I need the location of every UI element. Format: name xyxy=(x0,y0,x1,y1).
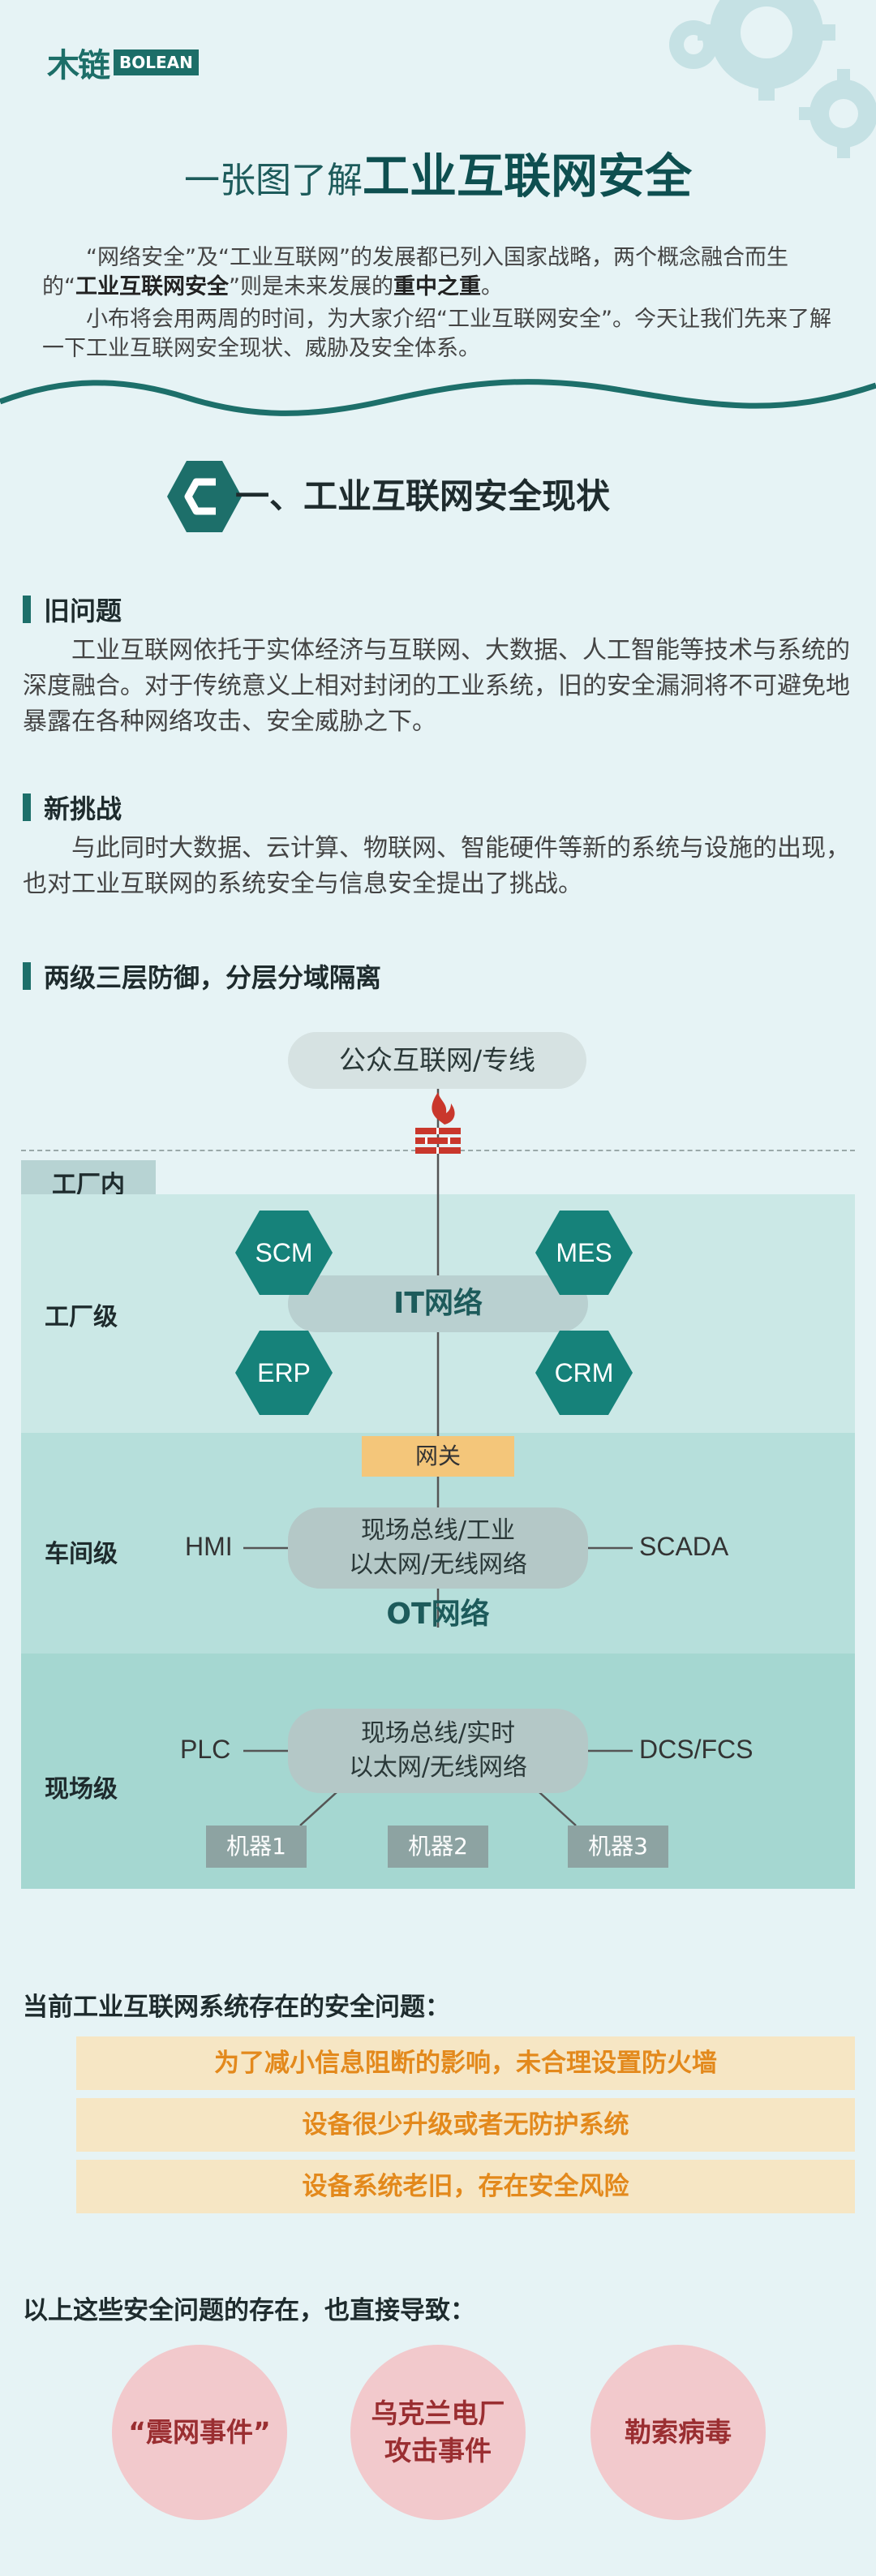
consequences-heading: 以上这些安全问题的存在，也直接导致： xyxy=(23,2296,475,2325)
intro-text: 。 xyxy=(481,274,503,299)
page-title: 一张图了解工业互联网安全 xyxy=(0,138,876,206)
dcs-fcs-label: DCS/FCS xyxy=(639,1735,754,1764)
scm-hex: SCM xyxy=(235,1211,333,1295)
consequence-line: “震网事件” xyxy=(128,2416,271,2448)
internet-pill: 公众互联网/专线 xyxy=(288,1032,586,1089)
wave-divider xyxy=(0,379,876,416)
mes-hex: MES xyxy=(535,1211,633,1295)
network-diagram: 公众互联网/专线 工厂内 xyxy=(0,1014,876,1915)
defense-heading: 两级三层防御，分层分域隔离 xyxy=(23,957,381,995)
consequence-line: 攻击事件 xyxy=(384,2435,492,2466)
consequence-ransomware: 勒索病毒 xyxy=(590,2345,766,2520)
logo-chinese: 木链 xyxy=(47,47,110,84)
plc-label: PLC xyxy=(180,1735,231,1764)
factory-level-label: 工厂级 xyxy=(45,1303,118,1331)
diagram-connectors xyxy=(243,1089,633,1826)
workshop-bus-line-1: 现场总线/工业 xyxy=(360,1516,516,1545)
scada-label: SCADA xyxy=(639,1532,729,1561)
consequence-line: 乌克兰电厂 xyxy=(371,2398,505,2429)
machine-1: 机器1 xyxy=(206,1826,307,1868)
field-bus-line-1: 现场总线/实时 xyxy=(360,1719,516,1748)
workshop-bus-line-2: 以太网/无线网络 xyxy=(348,1550,528,1579)
field-bus-line-2: 以太网/无线网络 xyxy=(348,1753,528,1782)
old-problem-heading: 旧问题 xyxy=(23,591,122,628)
title-main: 工业互联网安全 xyxy=(362,148,692,204)
intro-text: ”则是未来发展的 xyxy=(229,274,393,299)
firewall-icon xyxy=(415,1092,461,1154)
brand-logo: 木链 BOLEAN xyxy=(47,42,199,84)
consequence-stuxnet: “震网事件” xyxy=(112,2345,287,2520)
intro-paragraph-1: “网络安全”及“工业互联网”的发展都已列入国家战略，两个概念融合而生的“工业互联… xyxy=(42,243,837,302)
intro-bold-emphasis: 重中之重 xyxy=(393,274,481,299)
hmi-label: HMI xyxy=(185,1532,233,1561)
logo-english: BOLEAN xyxy=(114,49,199,75)
intro-bold-term: 工业互联网安全 xyxy=(75,274,229,299)
erp-hex: ERP xyxy=(235,1331,333,1415)
ot-network-label: OT网络 xyxy=(386,1598,490,1631)
field-bus-pill: 现场总线/实时 以太网/无线网络 xyxy=(288,1709,588,1793)
workshop-bus-pill: 现场总线/工业 以太网/无线网络 xyxy=(288,1507,588,1589)
machine-2: 机器2 xyxy=(388,1826,488,1868)
title-prefix: 一张图了解 xyxy=(183,160,363,201)
intro-text: “网络安全”及“工业互联网”的发展都已列入国家战略，两个概念融合而生的“ xyxy=(42,245,788,299)
issues-heading: 当前工业互联网系统存在的安全问题： xyxy=(23,1993,450,2022)
it-network-pill: IT网络 xyxy=(288,1275,588,1332)
consequence-line: 勒索病毒 xyxy=(625,2416,732,2448)
gateway-box: 网关 xyxy=(362,1436,514,1477)
section-title: 一、工业互联网安全现状 xyxy=(235,476,611,516)
workshop-level-label: 车间级 xyxy=(45,1540,118,1568)
section-hex-icon xyxy=(167,461,242,532)
field-level-label: 现场级 xyxy=(45,1775,118,1804)
machine-3: 机器3 xyxy=(568,1826,668,1868)
new-challenge-heading: 新挑战 xyxy=(23,789,122,826)
old-problem-text: 工业互联网依托于实体经济与互联网、大数据、人工智能等技术与系统的深度融合。对于传… xyxy=(23,636,850,736)
issue-item-2: 设备很少升级或者无防护系统 xyxy=(76,2098,855,2152)
gear-decoration xyxy=(669,0,876,158)
issue-item-3: 设备系统老旧，存在安全风险 xyxy=(76,2160,855,2213)
issue-item-1: 为了减小信息阻断的影响，未合理设置防火墙 xyxy=(76,2036,855,2090)
intro-paragraph-2: 小布将会用两周的时间，为大家介绍“工业互联网安全”。今天让我们先来了解一下工业互… xyxy=(42,307,831,361)
new-challenge-text: 与此同时大数据、云计算、物联网、智能硬件等新的系统与设施的出现，也对工业互联网的… xyxy=(23,834,850,898)
consequence-ukraine-grid-attack: 乌克兰电厂 攻击事件 xyxy=(350,2345,526,2520)
crm-hex: CRM xyxy=(535,1331,633,1415)
